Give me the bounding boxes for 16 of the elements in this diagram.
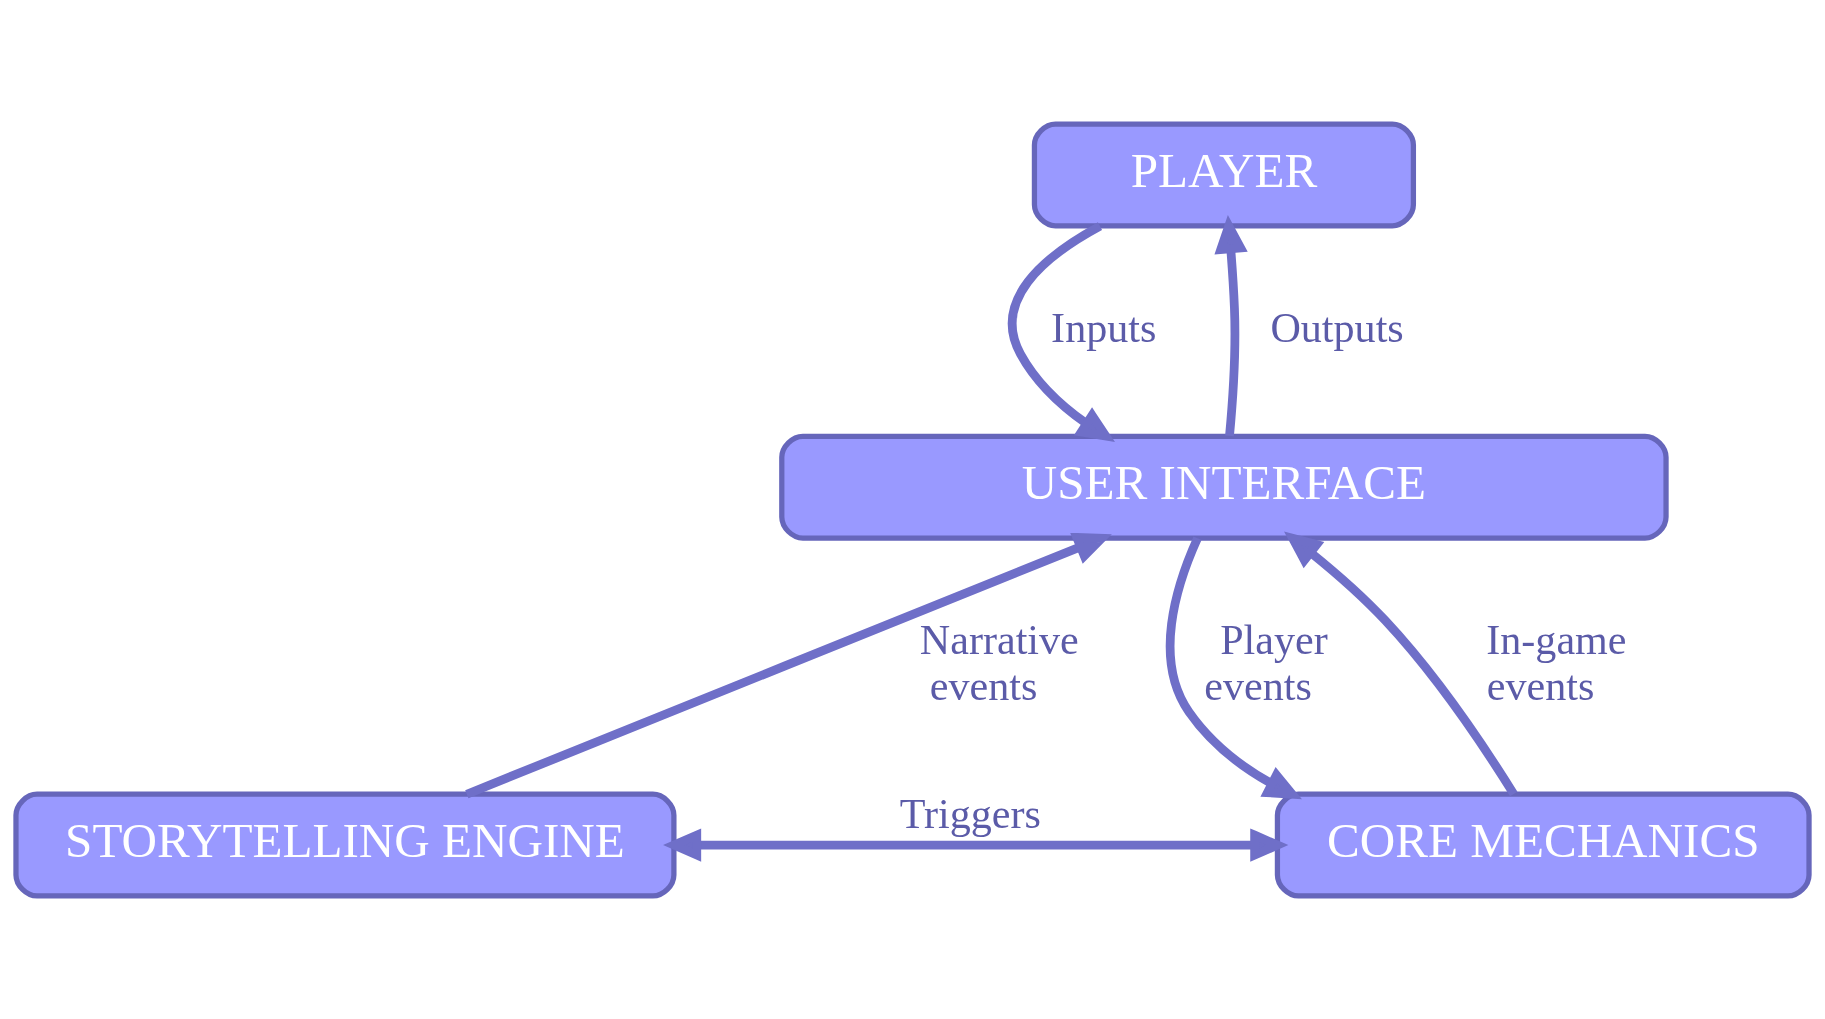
node-box: PLAYER: [1031, 120, 1417, 228]
arrow: [1214, 214, 1248, 436]
node-box: CORE MECHANICS: [1274, 791, 1812, 899]
arrow: [1165, 535, 1302, 799]
arrow: [1008, 221, 1115, 442]
edge-label: Inputs: [1051, 303, 1157, 351]
arrow: [465, 532, 1112, 798]
edge-label: Narrative events: [919, 615, 1079, 709]
arrow: [1284, 531, 1518, 796]
edge-label: Player events: [1204, 615, 1328, 709]
node-box: STORYTELLING ENGINE: [13, 791, 677, 899]
node-box: USER INTERFACE: [779, 433, 1669, 541]
edge-label: Outputs: [1270, 303, 1404, 351]
edge-label: Triggers: [899, 789, 1041, 837]
edge-label: In-game events: [1486, 615, 1627, 709]
arrow: [663, 827, 1289, 862]
